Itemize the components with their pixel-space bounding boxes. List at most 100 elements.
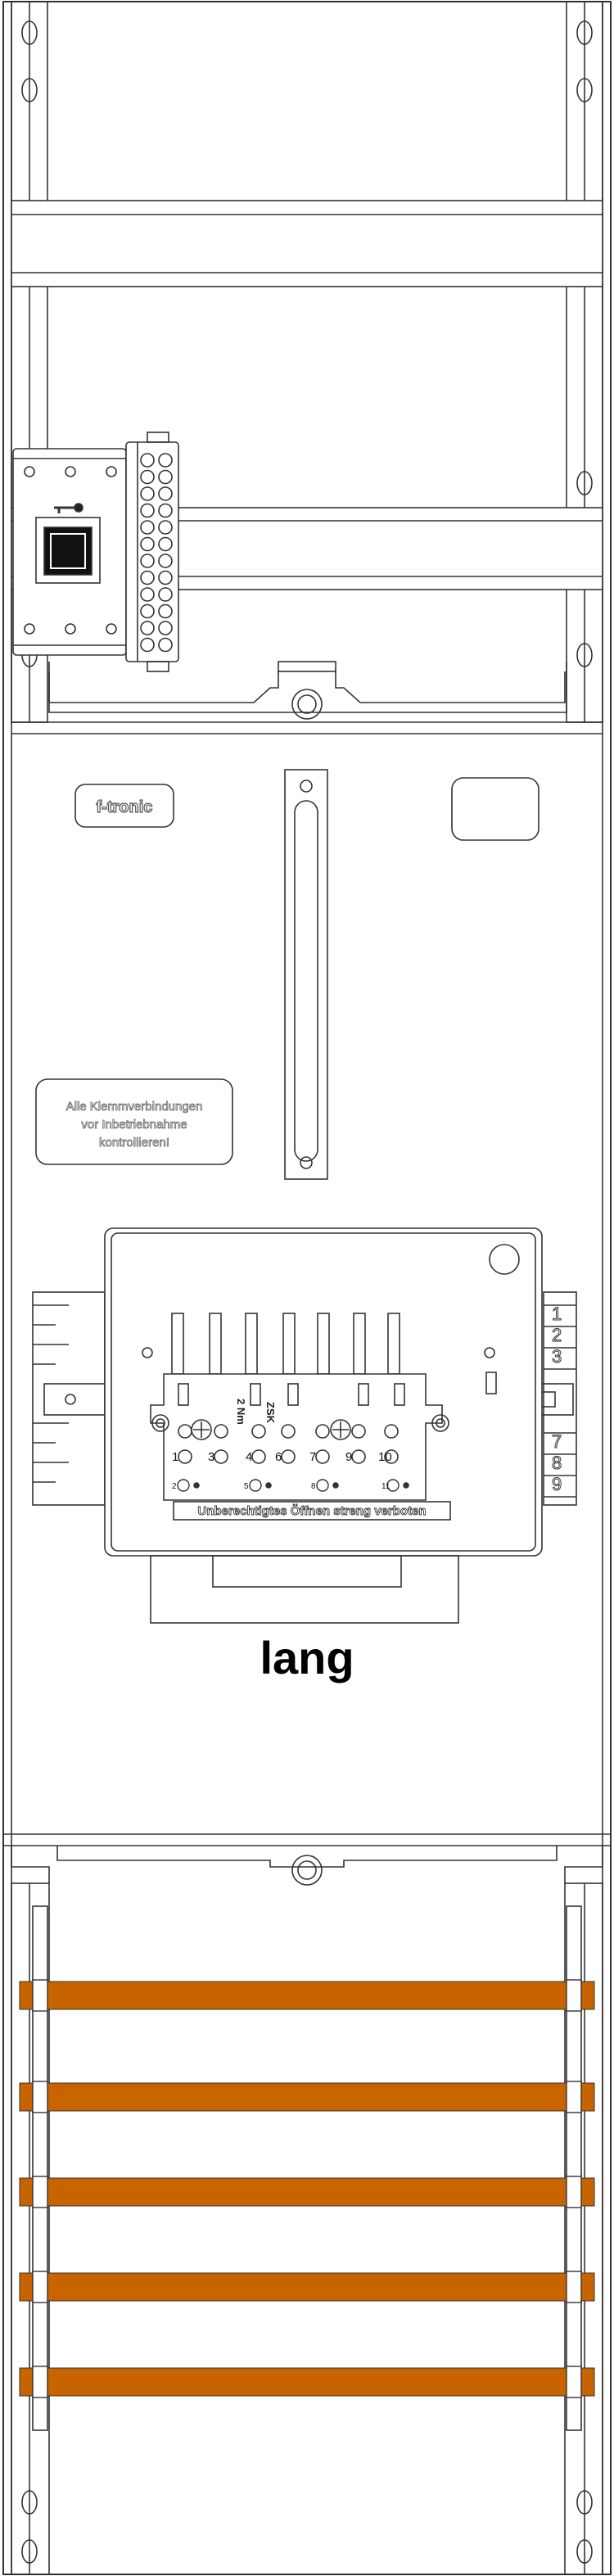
busbar-holder [32, 1979, 48, 2012]
busbars [19, 1979, 595, 2398]
busbar [19, 2272, 595, 2302]
terminal-screw-hole [140, 520, 155, 535]
terminal-screw-hole [140, 621, 155, 635]
socket-terminal-hole [384, 1449, 399, 1464]
terminal-screw-hole [158, 503, 173, 518]
main-switch [12, 448, 127, 656]
terminal-screw-holes [140, 453, 173, 653]
right-scale-number: 9 [552, 1474, 562, 1494]
right-scale-number: 2 [552, 1325, 562, 1345]
socket-terminal-hole [251, 1449, 266, 1464]
small-terminal-label: 2 [172, 1482, 177, 1491]
terminal-screw-hole [158, 453, 173, 468]
brand-logo [74, 784, 174, 828]
terminal-screw-hole [158, 570, 173, 585]
meter-socket-terminal-holes [177, 1424, 409, 1492]
terminal-block [125, 432, 179, 672]
right-scale-number: 7 [552, 1431, 562, 1452]
zsk-label: ZSK [264, 1402, 277, 1424]
terminal-screw-hole [158, 621, 173, 635]
small-terminal-hole [249, 1479, 262, 1492]
socket-terminal-hole [251, 1424, 266, 1439]
socket-terminal-hole [384, 1424, 399, 1439]
notice-line-2: vor Inbetriebnahme [81, 1118, 187, 1132]
right-scale-number: 3 [552, 1346, 562, 1367]
terminal-screw-hole [140, 570, 155, 585]
terminal-screw-hole [158, 603, 173, 619]
small-terminal-label: 8 [311, 1482, 316, 1491]
terminal-screw-hole [158, 554, 173, 568]
socket-terminal-label: 3 [208, 1450, 214, 1464]
torque-label: 2 Nm [235, 1399, 247, 1425]
terminal-screw-hole [158, 520, 173, 535]
terminal-screw-hole [140, 554, 155, 568]
warning-strip-text: Unberechtigtes Öffnen streng verboten [197, 1504, 426, 1518]
small-terminal-dot [265, 1482, 272, 1489]
socket-terminal-hole [351, 1424, 366, 1439]
terminal-screw-hole [158, 637, 173, 653]
busbar-holder [566, 2366, 582, 2398]
right-scale-number: 1 [552, 1304, 562, 1324]
busbar [19, 1981, 595, 2010]
upper-cover-edge [11, 661, 603, 734]
small-terminal-label: 5 [244, 1482, 249, 1491]
lower-cover-edge [3, 1833, 611, 1886]
busbar-holder [32, 2176, 48, 2208]
socket-terminal-hole [178, 1424, 192, 1439]
terminal-screw-hole [140, 453, 155, 468]
small-terminal-dot [193, 1482, 200, 1489]
busbar-holder [32, 2366, 48, 2398]
din-rail-upper [11, 200, 603, 287]
socket-terminal-label: 9 [345, 1450, 352, 1464]
busbar-holder [32, 2271, 48, 2303]
terminal-screw-hole [158, 469, 173, 485]
left-scale-ticks [33, 1304, 69, 1483]
brand-logo-text: f-tronic [97, 798, 153, 816]
socket-terminal-hole [281, 1449, 296, 1464]
terminal-screw-hole [140, 469, 155, 485]
socket-terminal-label: 1 [172, 1450, 178, 1464]
socket-terminal-hole [214, 1449, 228, 1464]
busbar [19, 2082, 595, 2112]
terminal-screw-hole [140, 503, 155, 518]
socket-terminal-hole [351, 1449, 366, 1464]
small-terminal-hole [386, 1479, 400, 1492]
drawing-text: f-tronic Alle Klemmverbindungen vor Inbe… [65, 798, 427, 1683]
small-terminal-hole [177, 1479, 190, 1492]
busbar-holder [566, 2081, 582, 2113]
terminal-screw-hole [140, 536, 155, 552]
socket-terminal-hole [178, 1449, 192, 1464]
meter-socket-labels: 1 3 4 6 7 9 10 2 5 8 11 [172, 1450, 392, 1491]
right-scale [544, 1304, 576, 1498]
socket-terminal-label: 6 [275, 1450, 282, 1464]
terminal-screw-hole [158, 486, 173, 501]
small-terminal-dot [403, 1482, 409, 1489]
busbar-holder [32, 2081, 48, 2113]
socket-terminal-hole [315, 1424, 330, 1439]
variant-label: lang [260, 1632, 354, 1683]
notice-line-3: kontrollieren! [99, 1136, 169, 1150]
small-terminal-dot [332, 1482, 339, 1489]
key-icon [54, 503, 84, 513]
terminal-screw-hole [140, 603, 155, 619]
notice-box [35, 1078, 233, 1165]
small-terminal-hole [316, 1479, 329, 1492]
busbar [19, 2367, 595, 2397]
busbar-holder [566, 2271, 582, 2303]
socket-terminal-hole [281, 1424, 296, 1439]
right-rail-top [566, 1, 603, 723]
notice-line-1: Alle Klemmverbindungen [66, 1100, 203, 1114]
terminal-screw-hole [140, 637, 155, 653]
busbar-holder [566, 1979, 582, 2012]
meter-socket-body [104, 1227, 543, 1624]
right-label-slot [451, 777, 540, 841]
terminal-screw-hole [140, 486, 155, 501]
socket-terminal-hole [315, 1449, 330, 1464]
busbar-holder [566, 2176, 582, 2208]
socket-terminal-label: 4 [246, 1450, 252, 1464]
socket-terminal-hole [214, 1424, 228, 1439]
socket-terminal-label: 10 [378, 1450, 392, 1464]
socket-terminal-label: 7 [309, 1450, 316, 1464]
small-terminal-label: 11 [381, 1482, 391, 1491]
